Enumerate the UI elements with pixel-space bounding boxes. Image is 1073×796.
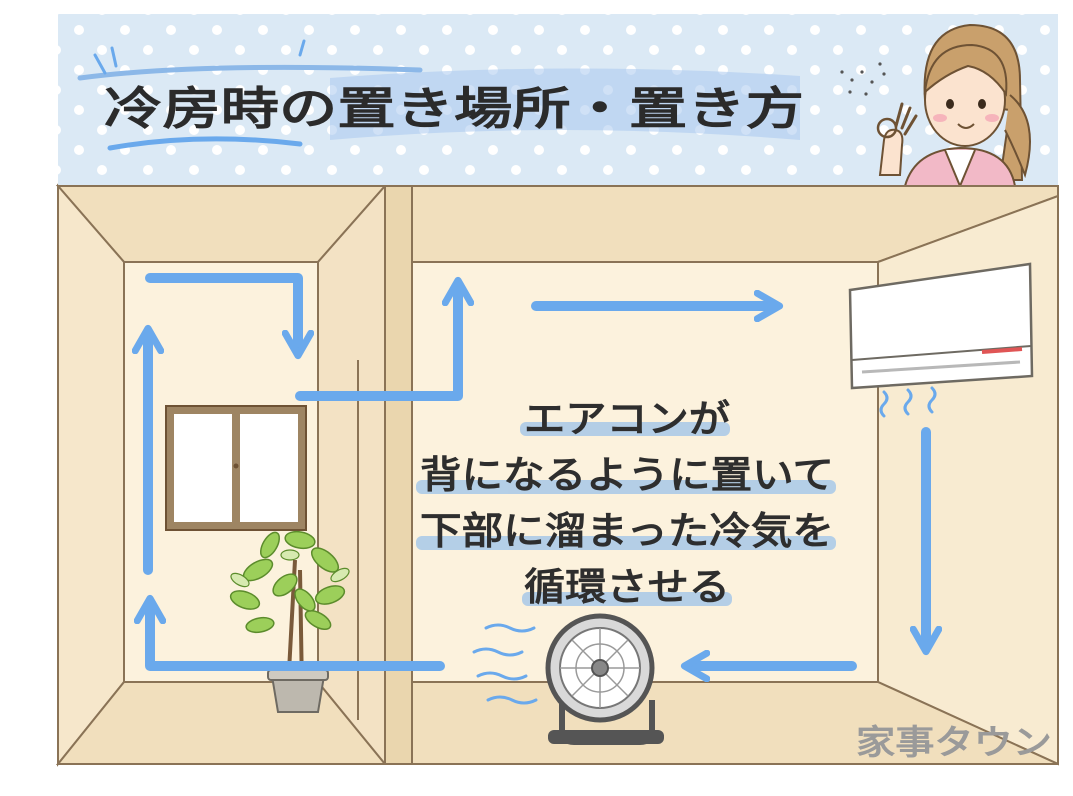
caption-line-1: エアコンが: [524, 397, 730, 441]
arrow-over-pillar: [295, 290, 458, 401]
caption-line-2: 背になるように置いて: [420, 453, 834, 497]
brand-logo: 家事タウン: [856, 723, 1052, 763]
ok-hand-icon: [876, 102, 918, 176]
page-title: 冷房時の置き場所・置き方: [104, 82, 804, 135]
caption-highlights: [416, 422, 836, 606]
potted-plant-icon: [229, 530, 350, 713]
window-icon: [165, 405, 307, 531]
caption-line-3: 下部に溜まった冷気を: [420, 509, 834, 553]
airflow-waves: [472, 623, 538, 705]
airflow-arrows: [145, 273, 926, 671]
sparkle-dots: [840, 62, 886, 96]
circulator-fan-icon: [472, 613, 664, 745]
woman-ok-sign-icon: [876, 23, 1031, 189]
caption-line-4: 循環させる: [524, 565, 730, 609]
caption: エアコンが 背になるように置いて 下部に溜まった冷気を 循環させる: [416, 397, 836, 609]
header-banner: 冷房時の置き場所・置き方: [58, 14, 1058, 186]
arrow-top-left-corner: [145, 273, 298, 346]
air-conditioner-icon: [848, 262, 1034, 418]
arrow-fan-to-left: [150, 608, 445, 671]
